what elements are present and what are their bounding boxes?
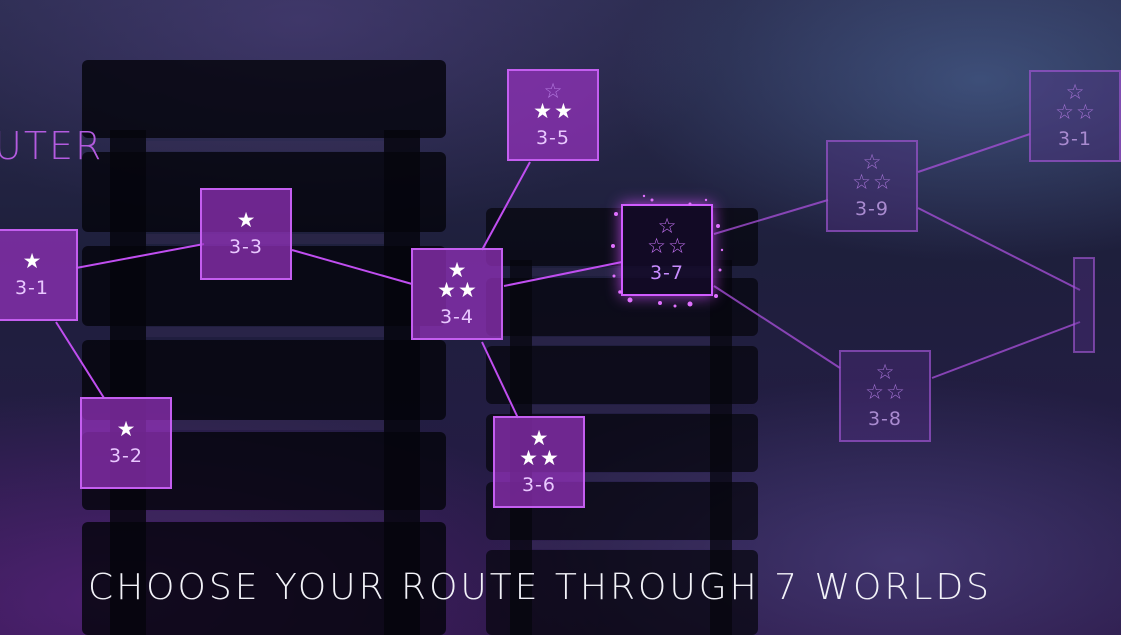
- level-node-3-2[interactable]: ★ 3-2: [80, 397, 172, 489]
- star-rating: ☆☆☆: [852, 150, 892, 194]
- star-filled-icon: ★: [236, 208, 256, 232]
- link-3-3-3-4: [291, 249, 413, 285]
- star-rating: ☆☆☆: [865, 360, 905, 404]
- level-node-3-4[interactable]: ★★★ 3-4: [411, 248, 503, 340]
- star-empty-icon: ☆: [875, 360, 895, 384]
- level-label: 3-2: [108, 445, 144, 467]
- star-rating: ★★★: [519, 426, 559, 470]
- level-node-3-10[interactable]: ☆☆☆ 3-1: [1029, 70, 1121, 162]
- level-label: 3-9: [854, 198, 890, 220]
- star-filled-icon: ★: [529, 426, 549, 450]
- level-node-3-6[interactable]: ★★★ 3-6: [493, 416, 585, 508]
- link-3-1-3-3: [75, 243, 205, 269]
- link-3-4-3-7: [503, 261, 623, 287]
- level-node-3-7[interactable]: ☆☆☆ 3-7: [621, 204, 713, 296]
- route-caption: CHOOSE YOUR ROUTE THROUGH 7 WORLDS: [87, 567, 993, 608]
- star-filled-icon: ★: [519, 446, 538, 470]
- link-3-9-3-10: [917, 133, 1031, 173]
- star-empty-icon: ☆: [852, 170, 871, 194]
- star-filled-icon: ★: [554, 99, 573, 123]
- link-3-8-edge: [931, 321, 1081, 379]
- star-rating: ☆☆☆: [1055, 80, 1095, 124]
- world-title: UTER: [0, 124, 104, 168]
- star-rating: ★★★: [437, 258, 477, 302]
- level-node-3-1[interactable]: ★ 3-1: [0, 229, 78, 321]
- star-empty-icon: ☆: [873, 170, 892, 194]
- level-node-3-3[interactable]: ★ 3-3: [200, 188, 292, 280]
- link-3-7-3-8: [713, 285, 841, 369]
- star-empty-icon: ☆: [543, 79, 563, 103]
- level-label: 3-1: [14, 277, 50, 299]
- star-filled-icon: ★: [533, 99, 552, 123]
- level-label: 3-1: [1057, 128, 1093, 150]
- level-label: 3-5: [535, 127, 571, 149]
- star-rating: ☆★★: [533, 79, 573, 123]
- star-rating: ★: [236, 208, 256, 232]
- star-empty-icon: ☆: [647, 234, 666, 258]
- star-filled-icon: ★: [437, 278, 456, 302]
- link-3-1-3-2: [55, 321, 105, 399]
- level-label: 3-8: [867, 408, 903, 430]
- star-filled-icon: ★: [458, 278, 477, 302]
- level-node-3-8[interactable]: ☆☆☆ 3-8: [839, 350, 931, 442]
- offscreen-node-edge: [1073, 257, 1095, 353]
- star-filled-icon: ★: [22, 249, 42, 273]
- level-label: 3-3: [228, 236, 264, 258]
- star-empty-icon: ☆: [1055, 100, 1074, 124]
- background-silhouettes: [82, 60, 758, 635]
- star-filled-icon: ★: [447, 258, 467, 282]
- star-empty-icon: ☆: [862, 150, 882, 174]
- star-filled-icon: ★: [540, 446, 559, 470]
- link-3-7-3-9: [713, 199, 829, 235]
- link-3-4-3-5: [481, 161, 531, 251]
- star-rating: ★: [116, 417, 136, 441]
- level-label: 3-4: [439, 306, 475, 328]
- level-node-3-9[interactable]: ☆☆☆ 3-9: [826, 140, 918, 232]
- route-links: [55, 133, 1095, 419]
- star-rating: ★: [22, 249, 42, 273]
- link-3-9-edge: [917, 207, 1081, 291]
- star-empty-icon: ☆: [668, 234, 687, 258]
- star-empty-icon: ☆: [886, 380, 905, 404]
- star-filled-icon: ★: [116, 417, 136, 441]
- level-label: 3-6: [521, 474, 557, 496]
- star-rating: ☆☆☆: [647, 214, 687, 258]
- level-label: 3-7: [649, 262, 685, 284]
- star-empty-icon: ☆: [1076, 100, 1095, 124]
- star-empty-icon: ☆: [1065, 80, 1085, 104]
- level-node-3-5[interactable]: ☆★★ 3-5: [507, 69, 599, 161]
- star-empty-icon: ☆: [657, 214, 677, 238]
- star-empty-icon: ☆: [865, 380, 884, 404]
- link-3-4-3-6: [481, 341, 519, 419]
